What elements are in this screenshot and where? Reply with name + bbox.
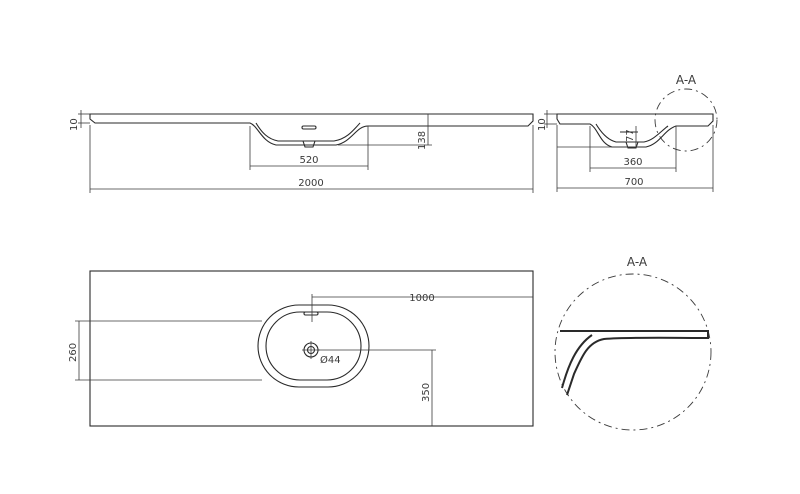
side-basin-depth-label: 360 [623, 157, 642, 168]
front-overflow-slot [301, 125, 317, 130]
side-countertop-outline [556, 113, 714, 148]
front-total-length-label: 2000 [298, 178, 323, 189]
side-overflow-label: 77 [625, 129, 636, 142]
front-basin-inner [255, 122, 361, 142]
top-offset-label: 1000 [409, 293, 434, 304]
top-front-offset-label: 350 [421, 383, 432, 402]
side-drain [625, 141, 639, 149]
top-drain-label: Ø44 [320, 354, 341, 366]
front-basin-width-label: 520 [299, 155, 318, 166]
front-depth-label: 138 [417, 131, 428, 150]
side-section-label: A-A [676, 73, 697, 87]
detail-profile-outer [560, 330, 709, 396]
detail-view: A-A [554, 255, 712, 431]
side-view: 10 77 360 700 A-A [537, 73, 718, 192]
top-overflow-slot [303, 311, 319, 316]
side-basin-inner [595, 123, 669, 143]
front-view: 10 138 520 2000 [69, 110, 534, 193]
front-thickness-label: 10 [69, 118, 80, 131]
side-total-depth-label: 700 [624, 177, 643, 188]
detail-section-label: A-A [627, 255, 648, 269]
top-basin-width-label: 260 [68, 343, 79, 362]
front-countertop-outline [89, 113, 534, 146]
top-basin-inner [265, 311, 362, 381]
detail-section-circle [554, 273, 712, 431]
side-thickness-label: 10 [537, 118, 548, 131]
front-drain [302, 140, 316, 148]
top-countertop-outline [89, 270, 534, 427]
top-view: 1000 260 Ø44 350 [68, 270, 534, 427]
top-basin-outer [257, 304, 370, 388]
side-section-circle [654, 88, 718, 152]
detail-profile-inner [561, 334, 593, 389]
